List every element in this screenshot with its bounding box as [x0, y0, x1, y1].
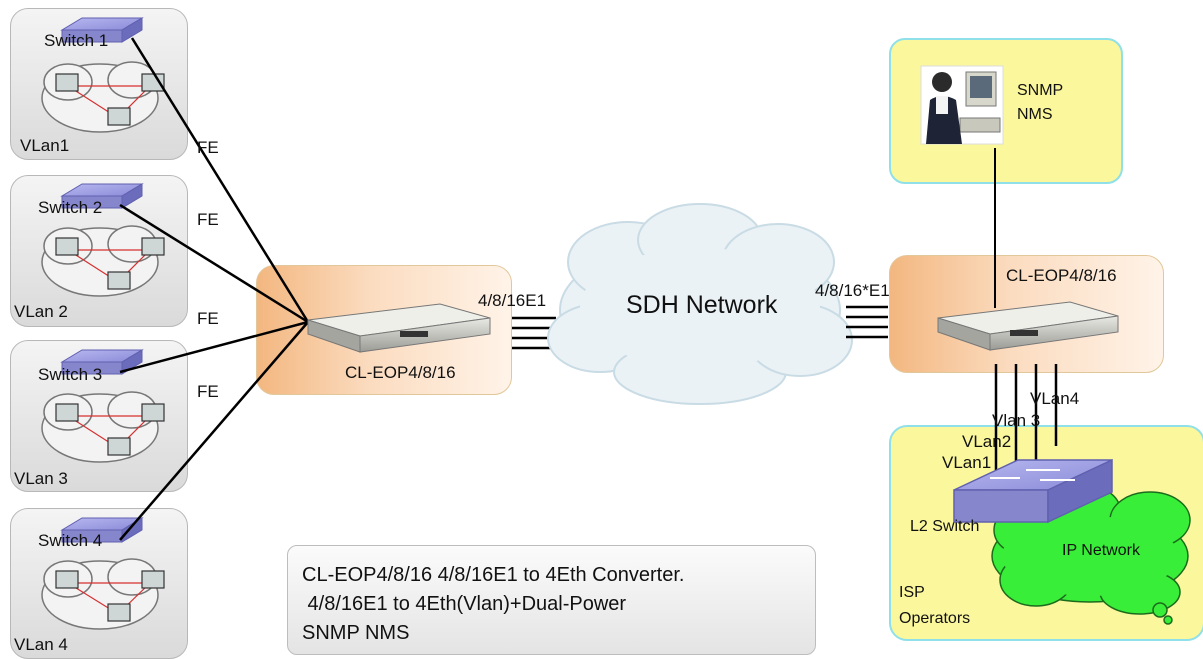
switch-icon-4 [60, 517, 144, 543]
switch-3-label: Switch 3 [38, 365, 103, 384]
fe-label-4: FE [197, 382, 219, 401]
isp-vlan4-label: VLan4 [1030, 389, 1080, 408]
pc-icons [55, 73, 165, 622]
eop-device-left [307, 303, 491, 353]
nms-label: NMS [1017, 106, 1053, 123]
vlan-cloud-1 [41, 61, 159, 133]
eop-device-right [937, 301, 1119, 351]
fe-links [119, 37, 310, 541]
vlan-cloud-3 [41, 391, 159, 463]
note-line-1: CL-EOP4/8/16 4/8/16E1 to 4Eth Converter. [302, 564, 685, 586]
snmp-label: SNMP [1017, 82, 1064, 99]
fe-label-3: FE [197, 309, 219, 328]
sdh-cloud [547, 203, 853, 405]
e1-left-label: 4/8/16E1 [478, 291, 547, 310]
vlan-4-label: VLan 4 [14, 635, 68, 654]
operators-label: Operators [899, 610, 971, 627]
description-note: CL-EOP4/8/16 4/8/16E1 to 4Eth Converter.… [287, 545, 816, 655]
e1-right-label: 4/8/16*E1 [815, 281, 890, 300]
eop-right-label: CL-EOP4/8/16 [1006, 266, 1117, 285]
vlan-cloud-2 [41, 225, 159, 297]
fe-label-2: FE [197, 210, 219, 229]
eop-left-label: CL-EOP4/8/16 [345, 363, 456, 382]
isp-vlan-lines [994, 364, 1058, 472]
switch-2-label: Switch 2 [38, 198, 103, 217]
note-line-2: 4/8/16E1 to 4Eth(Vlan)+Dual-Power [302, 593, 627, 615]
vlan-1-label: VLan1 [20, 136, 70, 155]
vlan-3-label: VLan 3 [14, 469, 68, 488]
isp-vlan3-label: Vlan 3 [992, 411, 1041, 430]
l2-switch-label: L2 Switch [910, 518, 980, 535]
switch-1-label: Switch 1 [44, 31, 109, 50]
vlan-2-label: VLan 2 [14, 302, 68, 321]
e1-bundle-right [846, 305, 888, 339]
note-line-3: SNMP NMS [302, 622, 410, 644]
switch-icon-3 [60, 349, 144, 375]
sdh-network-label: SDH Network [626, 291, 778, 319]
switch-4-label: Switch 4 [38, 531, 103, 550]
l2-switch-icon [953, 458, 1113, 524]
switch-icon-2 [60, 183, 144, 209]
isp-label: ISP [899, 584, 925, 601]
switch-icon-1 [60, 17, 144, 43]
ip-network-label: IP Network [1062, 542, 1140, 559]
fe-label-1: FE [197, 138, 219, 157]
isp-vlan2-label: VLan2 [962, 432, 1012, 451]
vlan-cloud-4 [41, 558, 159, 630]
isp-vlan1-label: VLan1 [942, 453, 992, 472]
snmp-operator-icon [920, 65, 1004, 145]
